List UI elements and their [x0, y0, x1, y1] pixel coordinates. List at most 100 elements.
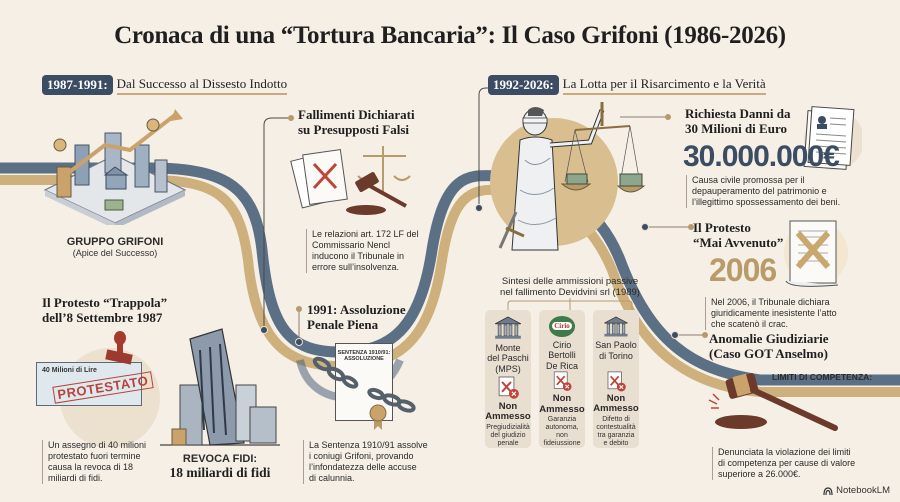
protesto-mai-title-1: Il Protesto [693, 220, 751, 235]
bracket-connector [507, 298, 633, 312]
richiesta-desc: Causa civile promossa per il depauperame… [686, 175, 866, 208]
section-title: Dal Successo al Dissesto Indotto [116, 76, 288, 95]
connector-dot [296, 306, 302, 312]
rejected-document-icon [553, 371, 572, 392]
creditor-name: San Paolo di Torino [595, 340, 637, 370]
connector-dot [688, 224, 694, 230]
gruppo-sublabel: (Apice del Successo) [72, 248, 158, 258]
assoluzione-desc: La Sentenza 1910/91 assolve i coniugi Gr… [303, 440, 443, 484]
desc-line: che scatenò il crac. [711, 319, 789, 329]
name-line: Bertolli [548, 350, 576, 361]
admission-reason: Difetto di contestualità tra garanzia e … [596, 416, 635, 448]
desc-line: Le relazioni art. 172 LF del [312, 229, 419, 239]
desc-line: protestato fuori termine [48, 451, 141, 461]
revoca-value: 18 miliardi di fidi [169, 465, 271, 480]
ammissioni-intro: Sintesi delle ammissioni passive nel fal… [480, 276, 660, 298]
fallimenti-title-2: su Presupposti Falsi [298, 122, 410, 137]
timeline-node [260, 326, 268, 334]
fallimenti-block: Fallimenti Dichiarati su Presupposti Fal… [298, 107, 448, 137]
check-amount: 40 Milioni di Lire [42, 367, 97, 374]
desc-line: giuridicamente inesistente l’atto [711, 308, 837, 318]
rejected-document-icon [607, 371, 626, 392]
desc-line: Causa civile promossa per il [692, 175, 805, 185]
status-line: Non [498, 400, 518, 412]
rejected-document-icon [498, 376, 519, 399]
ammissione-card-cirio: Cirio Cirio Bertolli De Rica Non Ammesso… [539, 310, 585, 448]
year-2006: 2006 [709, 252, 777, 288]
sentenza-header-1: SENTENZA 1910/91: [337, 350, 391, 356]
reason-line: Garanzia [547, 416, 577, 423]
city-growth-icon [43, 109, 187, 225]
reason-line: fideiussione [543, 440, 581, 447]
sentenza-header-2: ASSOLUZIONE [344, 356, 384, 362]
cirio-logo-text: Cirio [552, 322, 572, 331]
desc-line: La Sentenza 1910/91 assolve [309, 440, 428, 450]
reason-line: Pregiudizialità [486, 423, 530, 431]
protesto-trappola-block: Il Protesto “Trappola” dell’8 Settembre … [42, 295, 192, 325]
desc-line: Nel 2006, il Tribunale dichiara [711, 297, 830, 307]
desc-line: miliardi di fidi. [48, 473, 103, 483]
desc-line: l’infondatezza delle accuse [309, 462, 417, 472]
watermark-text: NotebookLM [836, 485, 890, 496]
assoluzione-title-2: Penale Piena [307, 317, 379, 332]
assoluzione-title-1: 1991: Assoluzione [307, 302, 406, 317]
timeline-node [671, 331, 679, 339]
rubber-stamp-icon [105, 331, 133, 365]
section-header-right: 1992-2026: La Lotta per il Risarcimento … [488, 75, 766, 95]
name-line: Cirio [552, 339, 572, 350]
status-line: Ammesso [485, 411, 531, 423]
cirio-logo-icon: Cirio [549, 316, 575, 337]
creditor-name: Monte del Paschi (MPS) [487, 343, 529, 377]
protesto-trappola-title-1: Il Protesto “Trappola” [42, 295, 168, 310]
section-title: La Lotta per il Risarcimento e la Verità [562, 76, 766, 95]
anomalie-desc: Denunciata la violazione dei limiti di c… [712, 447, 892, 480]
reason-line: non [556, 432, 568, 439]
reason-line: tra garanzia [597, 431, 635, 439]
status-line: Ammesso [593, 403, 639, 415]
reason-line: Difetto di [602, 415, 630, 423]
limits-label: LIMITI DI COMPETENZA: [772, 372, 873, 382]
bank-icon [604, 316, 628, 337]
fallimenti-title-1: Fallimenti Dichiarati [298, 107, 415, 122]
protesto-mai-block: Il Protesto “Mai Avvenuto” [693, 220, 813, 250]
protesto-mai-title-2: “Mai Avvenuto” [693, 235, 784, 250]
connector-dot [665, 114, 671, 120]
admission-status: Non Ammesso [539, 393, 584, 415]
reason-line: e debito [603, 439, 629, 447]
desc-line: errore sull’insolvenza. [312, 262, 400, 272]
desc-line: Denunciata la violazione dei limiti [718, 447, 851, 457]
revoca-label: REVOCA FIDI: [182, 453, 258, 465]
desc-line: inducono il Tribunale in [312, 251, 405, 261]
creditor-name: Cirio Bertolli De Rica [546, 340, 578, 372]
name-line: di Torino [599, 350, 633, 361]
cancelled-scroll-icon [784, 220, 848, 287]
gruppo-grifoni-label: GRUPPO GRIFONI (Apice del Successo) [40, 236, 190, 258]
name-line: San Paolo [595, 340, 637, 351]
protesto-mai-desc: Nel 2006, il Tribunale dichiara giuridic… [705, 297, 885, 330]
connector-dot [702, 332, 708, 338]
timeline-node [295, 338, 303, 346]
gavel-icon [708, 373, 838, 431]
desc-line: i coniugi Grifoni, provando [309, 451, 414, 461]
status-line: Non [606, 392, 626, 404]
section-header-left: 1987-1991: Dal Successo al Dissesto Indo… [42, 75, 288, 95]
timeline-node [641, 223, 649, 231]
reason-line: autonoma, [545, 424, 579, 431]
anomalie-title-1: Anomalie Giudiziarie [709, 331, 829, 346]
period-badge: 1992-2026: [488, 75, 559, 95]
admission-reason: Pregiudizialità del giudizio penale [486, 424, 530, 448]
revoca-fidi-label: REVOCA FIDI: 18 miliardi di fidi [155, 453, 285, 481]
gruppo-label: GRUPPO GRIFONI [66, 236, 164, 248]
intro-line: nel fallimento Devidvini srl (1989) [500, 287, 640, 298]
page-title: Cronaca di una “Tortura Bancaria”: Il Ca… [114, 22, 786, 49]
protested-check: 40 Milioni di Lire PROTESTATO [36, 362, 154, 406]
ammissione-card-sanpaolo: San Paolo di Torino Non Ammesso Difetto … [593, 310, 639, 448]
richiesta-title-2: 30 Milioni di Euro [685, 121, 787, 136]
desc-line: di competenza per cause di valore [718, 458, 856, 468]
admission-status: Non Ammesso [485, 400, 531, 423]
status-line: Non [552, 393, 572, 404]
intro-line: Sintesi delle ammissioni passive [501, 276, 639, 287]
notebooklm-watermark: NotebookLM [823, 485, 890, 496]
seal-ribbon-icon [369, 404, 387, 430]
bank-icon [494, 316, 522, 339]
